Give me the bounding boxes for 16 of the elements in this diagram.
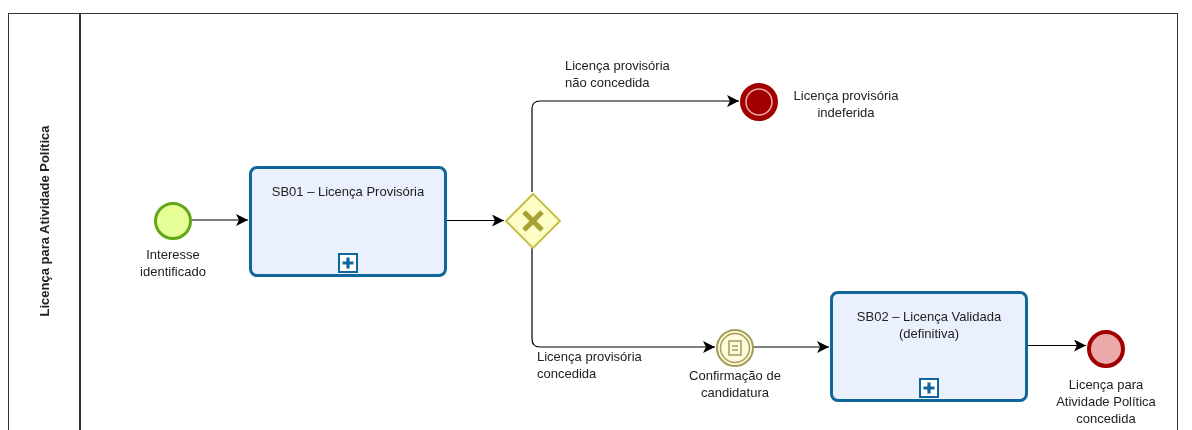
sequence-flow-arrow bbox=[531, 247, 716, 353]
sequence-flow-arrow bbox=[531, 95, 740, 193]
event-label: Interesse identificado bbox=[139, 246, 207, 280]
sequence-flow-arrow bbox=[1026, 339, 1087, 352]
task-label: SB02 – Licença Validada (definitiva) bbox=[855, 308, 1003, 342]
lane-title: Licença para Atividade Política bbox=[35, 125, 53, 317]
sequence-flow-arrow bbox=[190, 214, 249, 226]
sequence-flow-arrow bbox=[752, 341, 830, 353]
subprocess-box bbox=[249, 166, 447, 277]
event-label: Licença provisória indeferida bbox=[792, 87, 900, 121]
pool-lane bbox=[8, 13, 1178, 430]
event-label: Confirmação de candidatura bbox=[688, 367, 782, 401]
sequence-flow-arrow bbox=[445, 214, 505, 227]
task-label: SB01 – Licença Provisória bbox=[270, 183, 426, 200]
subprocess-box bbox=[830, 291, 1028, 402]
event-label: Licença para Atividade Política concedida bbox=[1055, 376, 1157, 427]
